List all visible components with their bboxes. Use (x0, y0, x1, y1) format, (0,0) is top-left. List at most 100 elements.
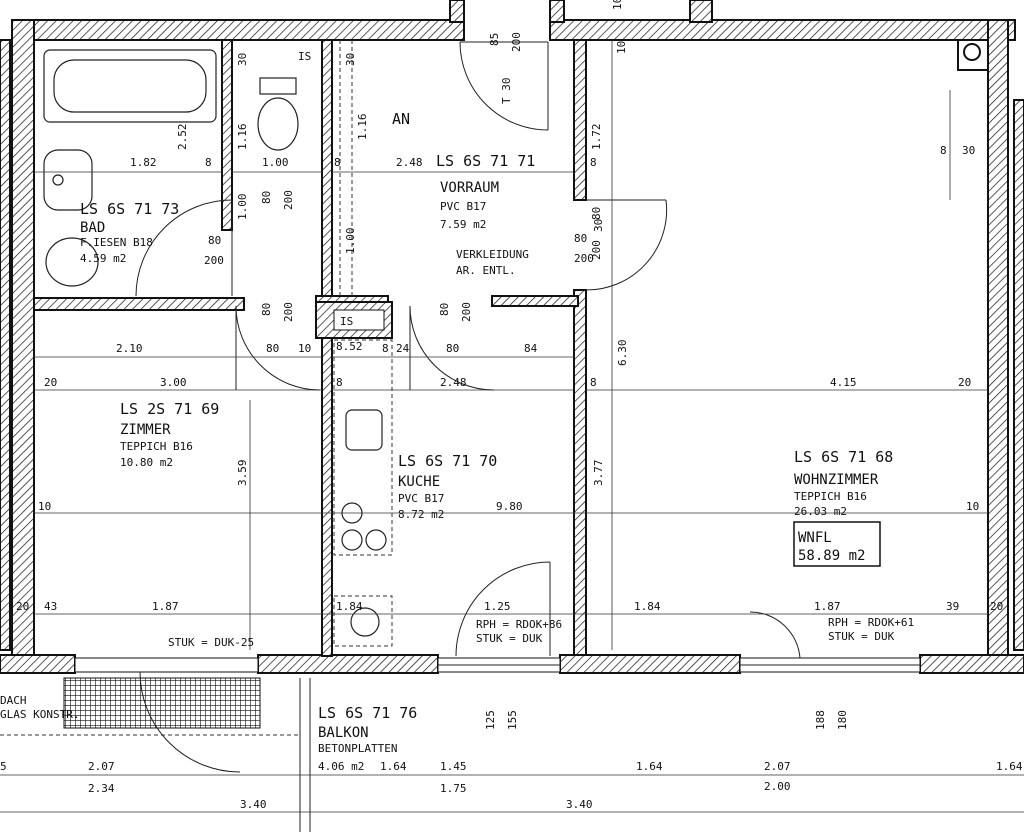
wall-vorraum-wohn-low (573, 289, 587, 656)
dimension-label: 1.75 (440, 782, 467, 795)
dimension-label: 30 (344, 53, 357, 66)
dimension-label: 80 (590, 207, 603, 220)
misc-labels: AN IS IS VERKLEIDUNG AR. ENTL. T 30 STUK… (0, 50, 914, 721)
dimension-label: 1.45 (440, 760, 467, 773)
dimension-label: 8 (336, 376, 343, 389)
dimension-label: 3.40 (566, 798, 593, 811)
wall-top-stub-1 (449, 0, 465, 23)
dimension-label: 8 (590, 376, 597, 389)
dimension-label: 10 (298, 342, 311, 355)
wall-left (11, 19, 35, 661)
washing-machine (350, 607, 380, 637)
dimension-label: 4.15 (830, 376, 857, 389)
dimension-label: 155 (506, 710, 519, 730)
wnfl-title: WNFL (798, 530, 832, 546)
dimension-label: 10 (966, 500, 979, 513)
dimension-label: 2.48 (396, 156, 423, 169)
room-name: BALKON (318, 725, 369, 741)
dimension-label: 1.64 (636, 760, 663, 773)
balcony (0, 677, 311, 832)
dimension-label: 1.87 (152, 600, 179, 613)
room-balkon: LS 6S 71 76 BALKON BETONPLATTEN 4.06 m2 (318, 704, 417, 773)
wall-top-left (23, 19, 465, 41)
dimension-label: 1.25 (484, 600, 511, 613)
dimension-label: 1.82 (130, 156, 157, 169)
walls (0, 0, 1024, 674)
dimension-label: 1.72 (590, 124, 603, 151)
dimension-label: 2.10 (116, 342, 143, 355)
stuk-wohn-label: STUK = DUK (828, 630, 895, 643)
room-area: 4.06 m2 (318, 760, 364, 773)
dimension-label: 180 (836, 710, 849, 730)
washbasin (43, 149, 93, 211)
dimension-label: 1.64 (996, 760, 1023, 773)
room-name: VORRAUM (440, 180, 499, 196)
room-name: WOHNZIMMER (794, 472, 879, 488)
wall-zimmer-kueche (321, 305, 333, 657)
dimension-label: 1.16 (356, 114, 369, 141)
shaft-label: IS (298, 50, 311, 63)
room-code: LS 6S 71 70 (398, 452, 497, 470)
room-kueche: LS 6S 71 70 KUCHE PVC B17 8.72 m2 (398, 452, 497, 521)
rph-kueche-label: RPH = RDOK+86 (476, 618, 562, 631)
room-name: ZIMMER (120, 422, 171, 438)
kitchen-sink (345, 409, 383, 451)
dimension-label: 200 (460, 302, 473, 322)
dimension-label: 8 (940, 144, 947, 157)
dimension-label: 1.00 (236, 194, 249, 221)
dimension-label: 2.07 (88, 760, 115, 773)
wall-top-stub-2 (549, 0, 565, 23)
wall-top-stub-3 (689, 0, 713, 23)
room-floor: PVC B17 (440, 200, 486, 213)
dimension-label: 200 (510, 32, 523, 52)
dimension-label: 2.52 (176, 124, 189, 151)
wall-bottom-1 (0, 654, 76, 674)
room-wohnzimmer: LS 6S 71 68 WOHNZIMMER TEPPICH B16 26.03… (794, 448, 893, 518)
dimension-label: 10 (615, 41, 628, 54)
dimension-label: 200 (204, 254, 224, 267)
dimension-label: 3.40 (240, 798, 267, 811)
dimension-label: 1.84 (336, 600, 363, 613)
dimension-label: 30 (962, 144, 975, 157)
room-area: 26.03 m2 (794, 505, 847, 518)
dimension-label: 200 (574, 252, 594, 265)
stuk-zimmer-label: STUK = DUK-25 (168, 636, 254, 649)
dimension-label: 80 (260, 191, 273, 204)
dimension-label: 43 (44, 600, 57, 613)
room-code: LS 6S 71 68 (794, 448, 893, 466)
wall-bath-bottom (33, 297, 245, 311)
windows (74, 657, 921, 673)
dimension-label: 1.84 (634, 600, 661, 613)
glas-konstr-label: GLAS KONSTR. (0, 708, 79, 721)
shaft-label-2: IS (340, 315, 353, 328)
room-area: 4.59 m2 (80, 252, 126, 265)
wall-vorraum-wohn (573, 39, 587, 201)
dimension-label: 10 (611, 0, 624, 10)
room-floor: F.IESEN B18 (80, 236, 153, 249)
dimension-label: 80 (438, 303, 451, 316)
room-bad: LS 6S 71 73 BAD F.IESEN B18 4.59 m2 (80, 200, 179, 265)
dimension-label: 84 (524, 342, 538, 355)
toilet-bowl (257, 97, 299, 151)
dimension-label: 2.00 (764, 780, 791, 793)
dimension-label: 80 (260, 303, 273, 316)
dimension-label: 3.59 (236, 460, 249, 487)
dimension-label: 9.80 (496, 500, 523, 513)
dimension-texts: 1.82 2.52 8 1.00 8 1.16 10 8 2.48 30 30 … (0, 0, 1023, 811)
doors (135, 41, 801, 773)
verkleidung-label-2: AR. ENTL. (456, 264, 516, 277)
room-code: LS 6S 71 71 (436, 152, 535, 170)
dimension-label: 80 (208, 234, 221, 247)
stove-burner-2 (341, 529, 363, 551)
dimension-label: 125 (484, 710, 497, 730)
dimension-label: 8.52 (336, 340, 363, 353)
room-area: 8.72 m2 (398, 508, 444, 521)
dimension-label: 1.00 (344, 228, 357, 255)
fire-rating-label: T 30 (500, 78, 513, 105)
room-name: KUCHE (398, 474, 440, 490)
room-name: BAD (80, 220, 105, 236)
stove-burner-3 (365, 529, 387, 551)
wall-wc-vorraum (321, 39, 333, 301)
dimension-label: 8 (590, 156, 597, 169)
dimension-label: 2.07 (764, 760, 791, 773)
